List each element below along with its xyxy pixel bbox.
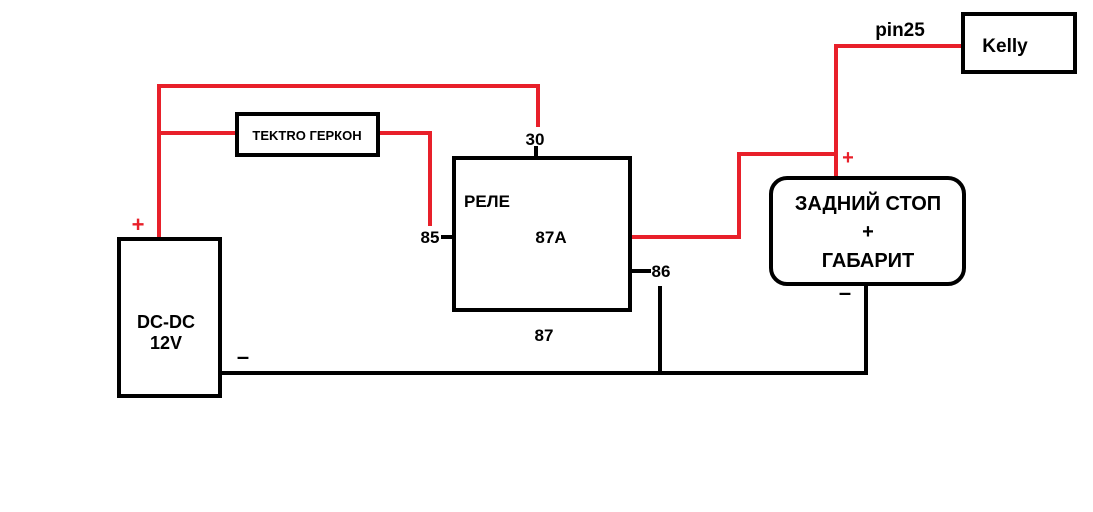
relay-pin-85: 85 — [421, 228, 440, 247]
positive-wires — [157, 44, 963, 239]
kelly-controller-box — [961, 12, 1077, 74]
relay-pin-86: 86 — [652, 262, 671, 281]
reed-switch-box — [235, 112, 380, 157]
dcdc-label-line2: 12V — [150, 333, 182, 353]
lamp-to-kelly-wire — [834, 44, 963, 178]
lamp-plus-sign: + — [842, 147, 854, 169]
dcdc-to-relay-30-wire — [157, 84, 540, 239]
reed-to-relay-85-wire — [378, 131, 432, 226]
reed-switch-label: TEKTRO ГЕРКОН — [252, 128, 361, 143]
dcdc-label-line1: DC-DC — [137, 312, 195, 332]
relay-pin-87a: 87A — [535, 228, 566, 247]
lamp-box — [769, 176, 966, 286]
relay-87a-to-lamp-wire — [575, 152, 836, 239]
kelly-pin-label: pin25 — [875, 20, 925, 41]
dcdc-minus-sign: – — [237, 344, 249, 369]
lamp-label-line1: ЗАДНИЙ СТОП — [795, 191, 941, 215]
relay-pin-30: 30 — [526, 130, 545, 149]
lamp-minus-sign: – — [839, 280, 851, 305]
relay-title: РЕЛЕ — [464, 192, 510, 211]
ground-bus-wire — [220, 284, 868, 375]
dcdc-converter-box — [117, 237, 222, 398]
lamp-label-line2: + — [862, 221, 874, 243]
relay-pin-87: 87 — [535, 326, 554, 345]
dcdc-plus-sign: + — [132, 212, 145, 237]
negative-wires — [220, 146, 868, 375]
kelly-label: Kelly — [982, 36, 1028, 57]
relay-box — [452, 156, 632, 312]
lamp-label-line3: ГАБАРИТ — [822, 250, 915, 272]
